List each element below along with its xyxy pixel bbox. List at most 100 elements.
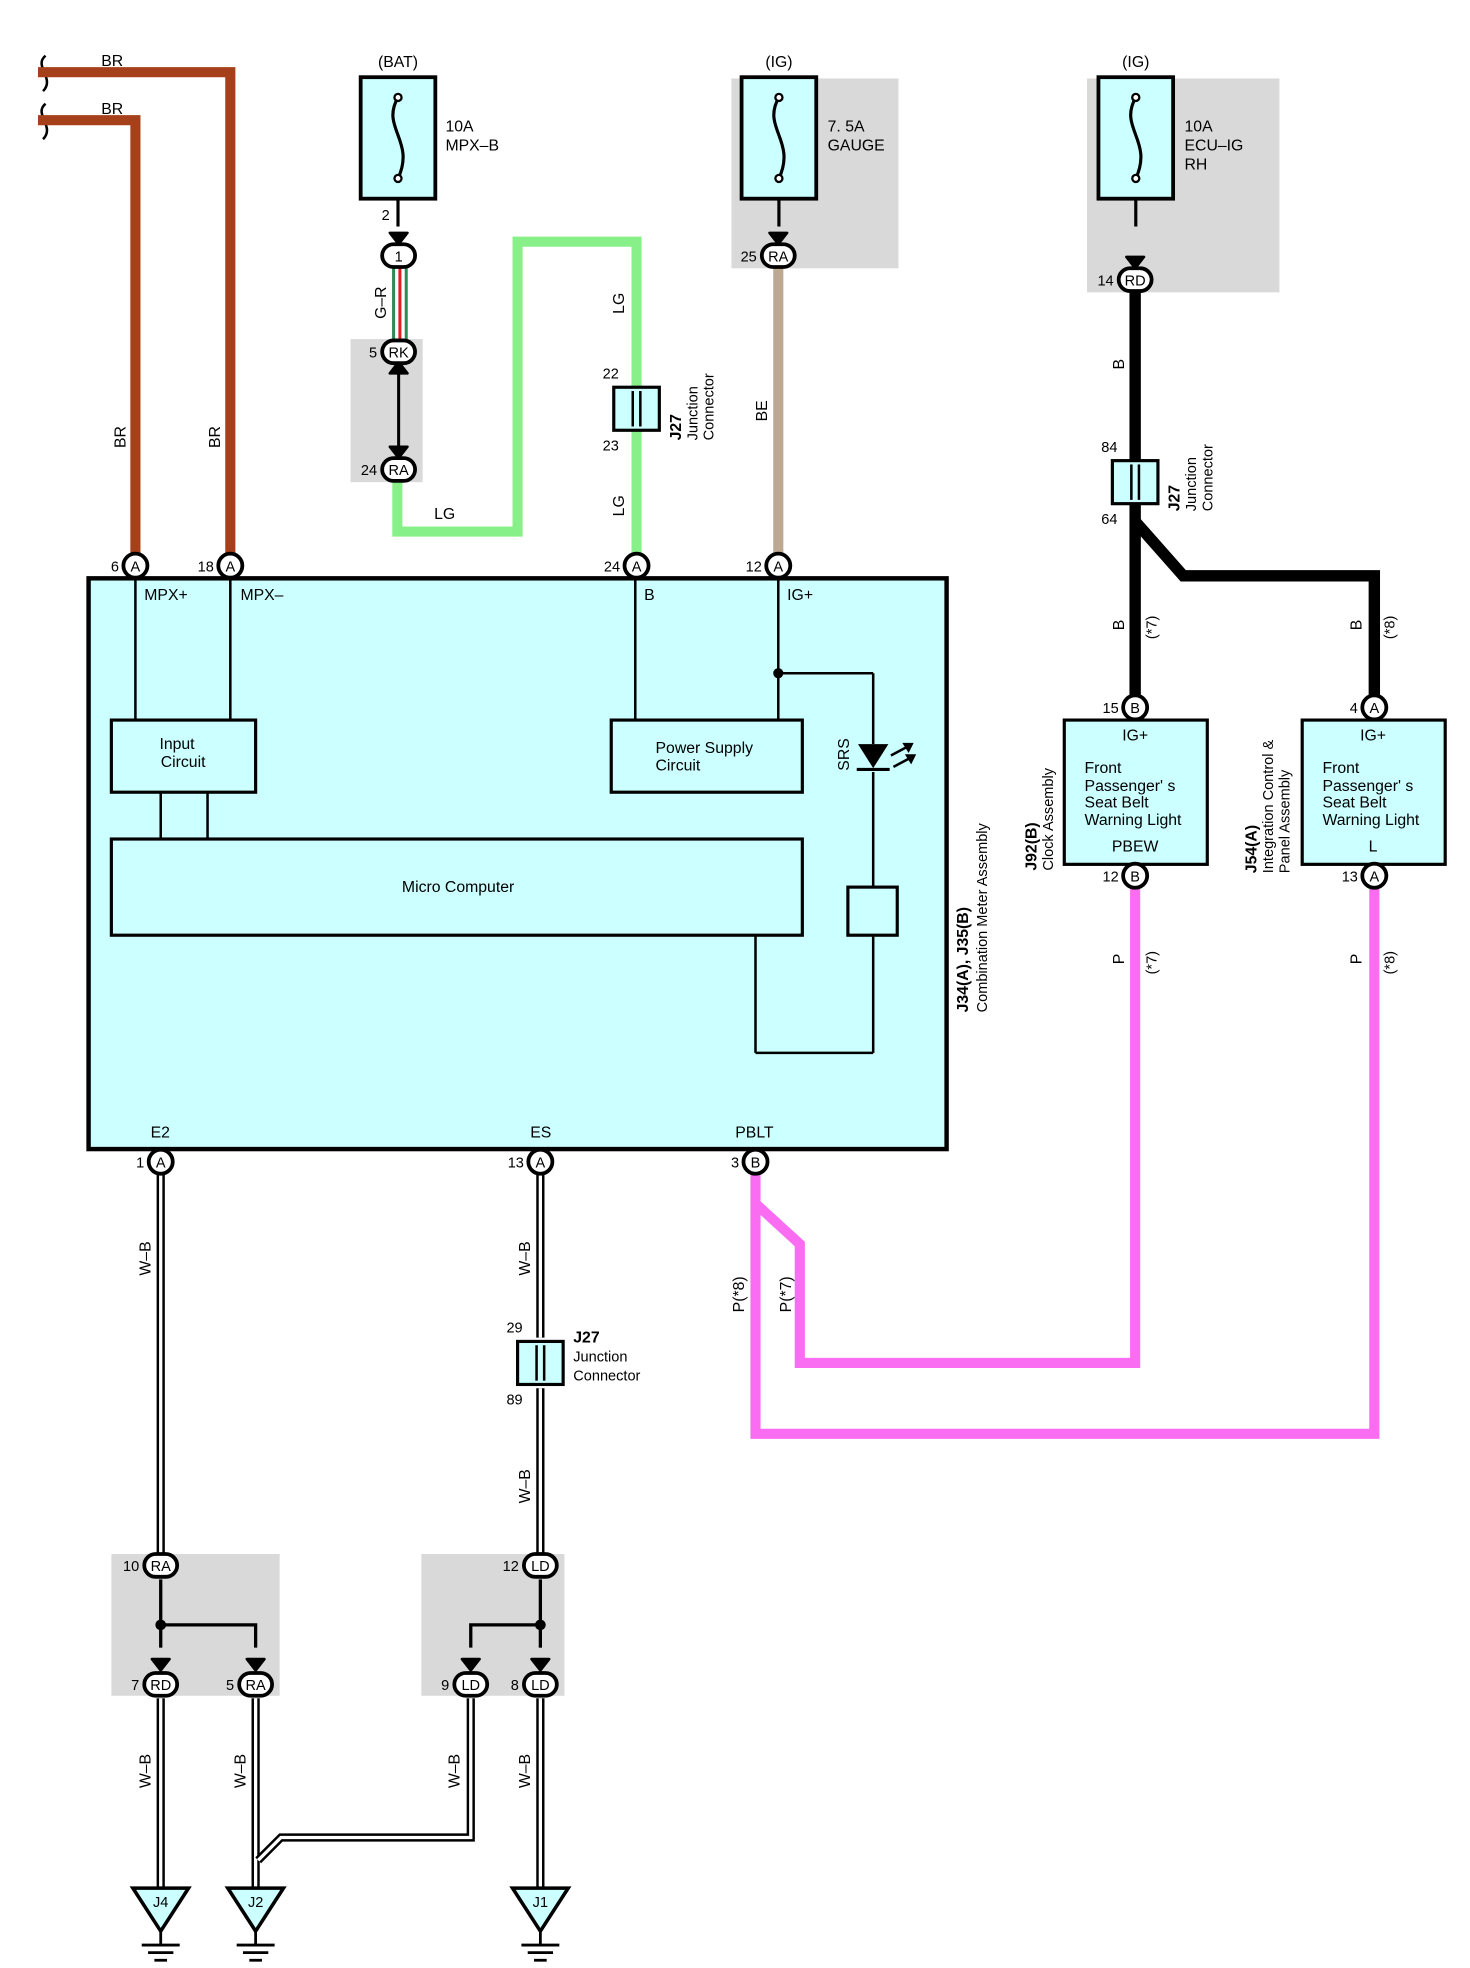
conn-j92-out-number: 12 (1103, 869, 1119, 885)
junction-connector-b-pin-in: 84 (1101, 440, 1117, 456)
splice-arrow-ld8 (530, 1657, 551, 1672)
conn-j92-ig: B15 (1103, 693, 1150, 722)
fuse-mpx-b-pin: 2 (382, 208, 390, 224)
conn-ld-9-number: 9 (441, 1678, 449, 1694)
junction-connector-wb-line1: Junction (573, 1350, 627, 1366)
conn-mpx-plus-label: A (131, 559, 141, 575)
conn-pblt-number: 3 (731, 1155, 739, 1171)
conn-ld-12-label: LD (531, 1559, 550, 1575)
clock-ig: IG+ (1122, 727, 1148, 744)
wire-label-lg-bottom: LG (434, 506, 455, 523)
conn-ld-9: LD 9 (441, 1671, 490, 1698)
meter-internal-lines (134, 578, 875, 1055)
ground-j2-label: J2 (248, 1895, 263, 1911)
junction-connector-lg-line1: Junction (685, 386, 701, 440)
conn-ld-9-label: LD (461, 1678, 480, 1694)
junction-connector-b-id: J27 (1166, 485, 1183, 512)
conn-ra-10-label: RA (151, 1559, 172, 1575)
srs-led-icon (856, 742, 917, 772)
clock-line1: Front (1085, 760, 1122, 777)
panel-out: L (1369, 839, 1378, 856)
conn-j92-out: B 12 (1103, 861, 1150, 890)
wire-label-br-top1: BR (101, 53, 123, 70)
conn-ld-8-number: 8 (511, 1678, 519, 1694)
power-supply-line2: Circuit (656, 758, 701, 775)
diagram-canvas: MPX+ MPX– B IG+ E2 ES PBLT Input Circuit… (37, 53, 1447, 1962)
term-mpx-plus: MPX+ (144, 587, 187, 604)
fuse-gauge-arrow (768, 231, 789, 246)
conn-es-number: 13 (508, 1155, 524, 1171)
conn-j54-ig-number: 4 (1350, 701, 1358, 717)
clock-name: Clock Assembly (1041, 767, 1057, 870)
wire-label-wb-j4: W–B (138, 1754, 155, 1788)
conn-rk-label: RK (389, 346, 410, 362)
wire-label-be: BE (754, 400, 771, 421)
srs-label: SRS (836, 738, 853, 770)
conn-gauge-ra-label: RA (768, 249, 789, 265)
conn-ig-12: A12 (746, 551, 793, 580)
clock-line3: Seat Belt (1085, 794, 1150, 811)
wire-lg (392, 236, 642, 554)
wire-p-clock (752, 888, 1141, 1369)
wire-label-wb-j1: W–B (517, 1754, 534, 1788)
wire-label-br-right: BR (207, 426, 224, 448)
ig-junction-dot (773, 668, 784, 679)
wire-wb-ld9-to-j2 (255, 1698, 475, 1864)
panel-assembly: IG+ Front Passenger' s Seat Belt Warning… (1244, 718, 1447, 873)
conn-rd-7-label: RD (150, 1678, 171, 1694)
panel-id: J54(A) (1244, 825, 1261, 873)
conn-ld-8: LD8 (511, 1671, 559, 1698)
term-ig: IG+ (787, 587, 813, 604)
ground-j4-label: J4 (153, 1895, 168, 1911)
wire-label-b-left-note: (*7) (1145, 616, 1161, 639)
conn-j92-ig-label: B (1130, 701, 1140, 717)
conn-rk-number: 5 (369, 346, 377, 362)
conn-ig-12-number: 12 (746, 559, 762, 575)
fuse-mpx-b-arrow (388, 231, 409, 246)
panel-name1: Integration Control & (1261, 739, 1277, 873)
conn-j92-out-label: B (1130, 869, 1140, 885)
splice-arrow-ra5 (245, 1657, 266, 1672)
splice-dot-ld (535, 1619, 546, 1631)
fuse-gauge-source: (IG) (765, 54, 792, 71)
conn-ra-5: RA5 (226, 1671, 274, 1698)
meter-id: J34(A), J35(B) (955, 907, 972, 1012)
wire-label-p8: P(*8) (731, 1276, 748, 1312)
conn-ecu-rd-label: RD (1125, 273, 1146, 289)
wires (37, 67, 1381, 1896)
conn-mpx-plus: A6 (111, 551, 150, 580)
micro-computer-label: Micro Computer (402, 879, 514, 896)
fuse-mpx-b-source: (BAT) (378, 54, 418, 71)
conn-rd-7: RD7 (131, 1671, 180, 1698)
wire-label-p-right-note: (*8) (1383, 951, 1399, 974)
splice-arrow-ra24 (388, 445, 409, 460)
term-pblt: PBLT (735, 1125, 774, 1142)
wire-label-p7: P(*7) (778, 1276, 795, 1312)
input-circuit-line2: Circuit (161, 754, 206, 771)
junction-connector-b-pin-out: 64 (1101, 512, 1117, 528)
conn-j54-ig: A4 (1350, 693, 1389, 722)
junction-connector-wb-pin-in: 29 (506, 1321, 522, 1337)
wire-label-wb-es1: W–B (517, 1241, 534, 1275)
wire-label-gr: G–R (373, 286, 390, 318)
ground-j1-label: J1 (533, 1895, 548, 1911)
wire-labels: BR BR BR BR G–R LG LG LG BE B B (*7) B (… (101, 53, 1398, 1788)
conn-ld-12-number: 12 (503, 1559, 519, 1575)
power-supply-circuit-box (609, 718, 804, 794)
wire-label-wb-ld9: W–B (446, 1754, 463, 1788)
conn-e2-label: A (156, 1155, 166, 1171)
term-e2: E2 (151, 1125, 170, 1142)
wire-p-panel (750, 888, 1380, 1439)
junction-connector-b-line2: Connector (1200, 444, 1216, 511)
wire-br-mpx-plus (37, 115, 141, 554)
splice-arrow-ld9 (460, 1657, 481, 1672)
ground-j1: J1 (509, 1886, 572, 1962)
wire-label-br-left: BR (112, 426, 129, 448)
conn-ra-10-number: 10 (123, 1559, 139, 1575)
